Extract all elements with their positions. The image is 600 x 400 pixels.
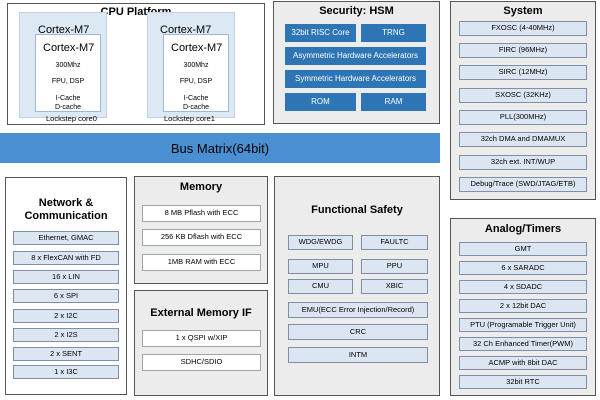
core0-front-label: Cortex-M7	[43, 42, 95, 54]
hsm-asym-accel: Asymmetric Hardware Accelerators	[285, 47, 426, 65]
hsm-title: Security: HSM	[319, 5, 394, 17]
network-item-i2c: 2 x I2C	[13, 309, 119, 323]
core1-back-label: Cortex-M7	[160, 24, 212, 36]
system-panel: System FXOSC (4-40MHz) FIRC (96MHz) SIRC…	[450, 1, 596, 200]
core1-fpu: FPU, DSP	[179, 78, 213, 85]
system-item-firc: FIRC (96MHz)	[459, 43, 587, 58]
network-item-flexcan: 8 x FlexCAN with FD	[13, 251, 119, 265]
core1-icache: I-Cache	[183, 95, 209, 102]
analog-item-sdadc: 4 x SDADC	[459, 280, 587, 294]
network-panel: Network & Communication Ethernet, GMAC 8…	[5, 177, 127, 395]
safety-xbic: XBIC	[361, 279, 428, 294]
ext-mem-panel: External Memory IF 1 x QSPI w/XIP SDHC/S…	[134, 290, 268, 396]
core0-dcache: D-cache	[54, 104, 82, 111]
memory-item-ram: 1MB RAM with ECC	[142, 254, 261, 271]
bus-matrix-bar: Bus Matrix(64bit)	[0, 133, 440, 163]
network-item-sent: 2 x SENT	[13, 347, 119, 361]
ext-mem-item-sdhc: SDHC/SDIO	[142, 354, 261, 371]
core0-back-label: Cortex-M7	[38, 24, 90, 36]
memory-item-pflash: 8 MB Pflash with ECC	[142, 205, 261, 222]
system-item-sxosc: SXOSC (32KHz)	[459, 88, 587, 103]
system-item-dma: 32ch DMA and DMAMUX	[459, 132, 587, 147]
analog-panel: Analog/Timers GMT 6 x SARADC 4 x SDADC 2…	[450, 218, 596, 396]
core1-dcache: D-cache	[182, 104, 210, 111]
analog-item-acmp: ACMP with 8bit DAC	[459, 356, 587, 370]
system-title: System	[503, 5, 543, 17]
system-item-sirc: SIRC (12MHz)	[459, 65, 587, 80]
analog-title: Analog/Timers	[484, 223, 562, 235]
network-title-line1: Network &	[38, 197, 94, 209]
system-item-debug: Debug/Trace (SWD/JTAG/ETB)	[459, 177, 587, 192]
analog-item-dac: 2 x 12bit DAC	[459, 299, 587, 313]
network-item-i2s: 2 x I2S	[13, 328, 119, 342]
core1-front-label: Cortex-M7	[171, 42, 223, 54]
hsm-ram: RAM	[361, 93, 426, 111]
analog-item-saradc: 6 x SARADC	[459, 261, 587, 275]
core0-icache: I-Cache	[55, 95, 81, 102]
safety-faultc: FAULTC	[361, 235, 428, 250]
system-item-ext-int: 32ch ext. INT/WUP	[459, 155, 587, 170]
core0-front-card: Cortex-M7 300Mhz FPU, DSP I-Cache D-cach…	[35, 34, 101, 112]
ext-mem-item-qspi: 1 x QSPI w/XIP	[142, 330, 261, 347]
network-item-lin: 16 x LIN	[13, 270, 119, 284]
memory-item-dflash: 256 KB Dflash with ECC	[142, 229, 261, 246]
core1-front-card: Cortex-M7 300Mhz FPU, DSP I-Cache D-cach…	[163, 34, 229, 112]
hsm-rom: ROM	[285, 93, 356, 111]
safety-intm: INTM	[288, 347, 428, 363]
hsm-sym-accel: Symmetric Hardware Accelerators	[285, 70, 426, 88]
memory-panel: Memory 8 MB Pflash with ECC 256 KB Dflas…	[134, 176, 268, 284]
hsm-risc-core: 32bit RISC Core	[285, 24, 356, 42]
network-item-ethernet: Ethernet, GMAC	[13, 231, 119, 245]
ext-mem-title: External Memory IF	[150, 307, 252, 319]
core1-lockstep-label: Lockstep core1	[164, 114, 215, 123]
system-item-fxosc: FXOSC (4-40MHz)	[459, 21, 587, 36]
safety-panel: Functional Safety WDG/EWDG FAULTC MPU PP…	[274, 176, 440, 396]
analog-item-rtc: 32bit RTC	[459, 375, 587, 389]
network-item-i3c: 1 x I3C	[13, 365, 119, 379]
system-item-pll: PLL(300MHz)	[459, 110, 587, 125]
hsm-panel: Security: HSM 32bit RISC Core TRNG Asymm…	[273, 1, 440, 124]
safety-emu: EMU(ECC Error Injection/Record)	[288, 302, 428, 318]
safety-wdg: WDG/EWDG	[288, 235, 353, 250]
safety-cmu: CMU	[288, 279, 353, 294]
cpu-platform-panel: CPU Platform Cortex-M7 Cortex-M7 300Mhz …	[7, 3, 265, 125]
core1-freq: 300Mhz	[183, 62, 209, 69]
safety-title: Functional Safety	[311, 204, 403, 216]
network-item-spi: 6 x SPI	[13, 289, 119, 303]
core0-freq: 300Mhz	[55, 62, 81, 69]
safety-ppu: PPU	[361, 259, 428, 274]
safety-crc: CRC	[288, 324, 428, 340]
network-title-line2: Communication	[24, 210, 108, 222]
analog-item-ptu: PTU (Programable Trigger Unit)	[459, 318, 587, 332]
safety-mpu: MPU	[288, 259, 353, 274]
hsm-trng: TRNG	[361, 24, 426, 42]
core0-lockstep-label: Lockstep core0	[46, 114, 97, 123]
memory-title: Memory	[179, 181, 223, 193]
analog-item-gmt: GMT	[459, 242, 587, 256]
analog-item-etimer: 32 Ch Enhanced Timer(PWM)	[459, 337, 587, 351]
core0-fpu: FPU, DSP	[51, 78, 85, 85]
